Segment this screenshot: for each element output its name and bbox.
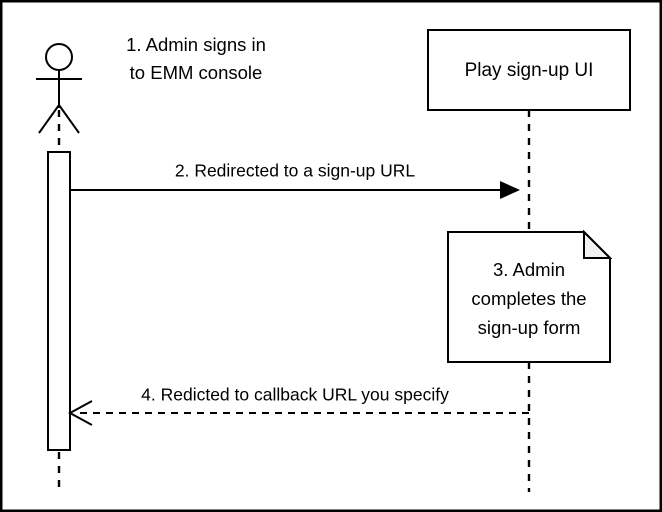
step-1-line-2: to EMM console — [130, 62, 263, 83]
note-step-3-line-2: completes the — [471, 288, 586, 309]
actor-head-icon — [45, 43, 73, 71]
message-arrowhead-step-2 — [500, 181, 520, 199]
activation-bar-admin-actor — [47, 151, 71, 451]
message-label-step-4: 4. Redicted to callback URL you specify — [141, 385, 449, 405]
actor-right-leg-icon — [58, 104, 80, 134]
participant-admin-actor[interactable] — [36, 43, 82, 134]
participant-label-play-signup-ui: Play sign-up UI — [465, 60, 594, 81]
message-arrowhead-step-4 — [67, 400, 93, 426]
message-step-2[interactable]: 2. Redirected to a sign-up URL — [70, 161, 520, 199]
note-step-3[interactable]: 3. Admin completes the sign-up form — [447, 229, 613, 363]
note-fold-corner-icon — [583, 229, 613, 259]
note-body-step-3 — [447, 231, 611, 363]
message-label-step-2: 2. Redirected to a sign-up URL — [175, 161, 416, 181]
note-step-3-line-3: sign-up form — [478, 317, 581, 338]
note-step-3-line-1: 3. Admin — [493, 259, 565, 280]
participant-box-play-signup-ui — [427, 29, 631, 111]
step-1-annotation: 1. Admin signs in to EMM console — [126, 34, 266, 83]
actor-left-leg-icon — [38, 104, 60, 134]
step-1-line-1: 1. Admin signs in — [126, 34, 266, 55]
participant-play-signup-ui[interactable]: Play sign-up UI — [427, 29, 631, 111]
message-step-4[interactable]: 4. Redicted to callback URL you specify — [67, 385, 529, 426]
